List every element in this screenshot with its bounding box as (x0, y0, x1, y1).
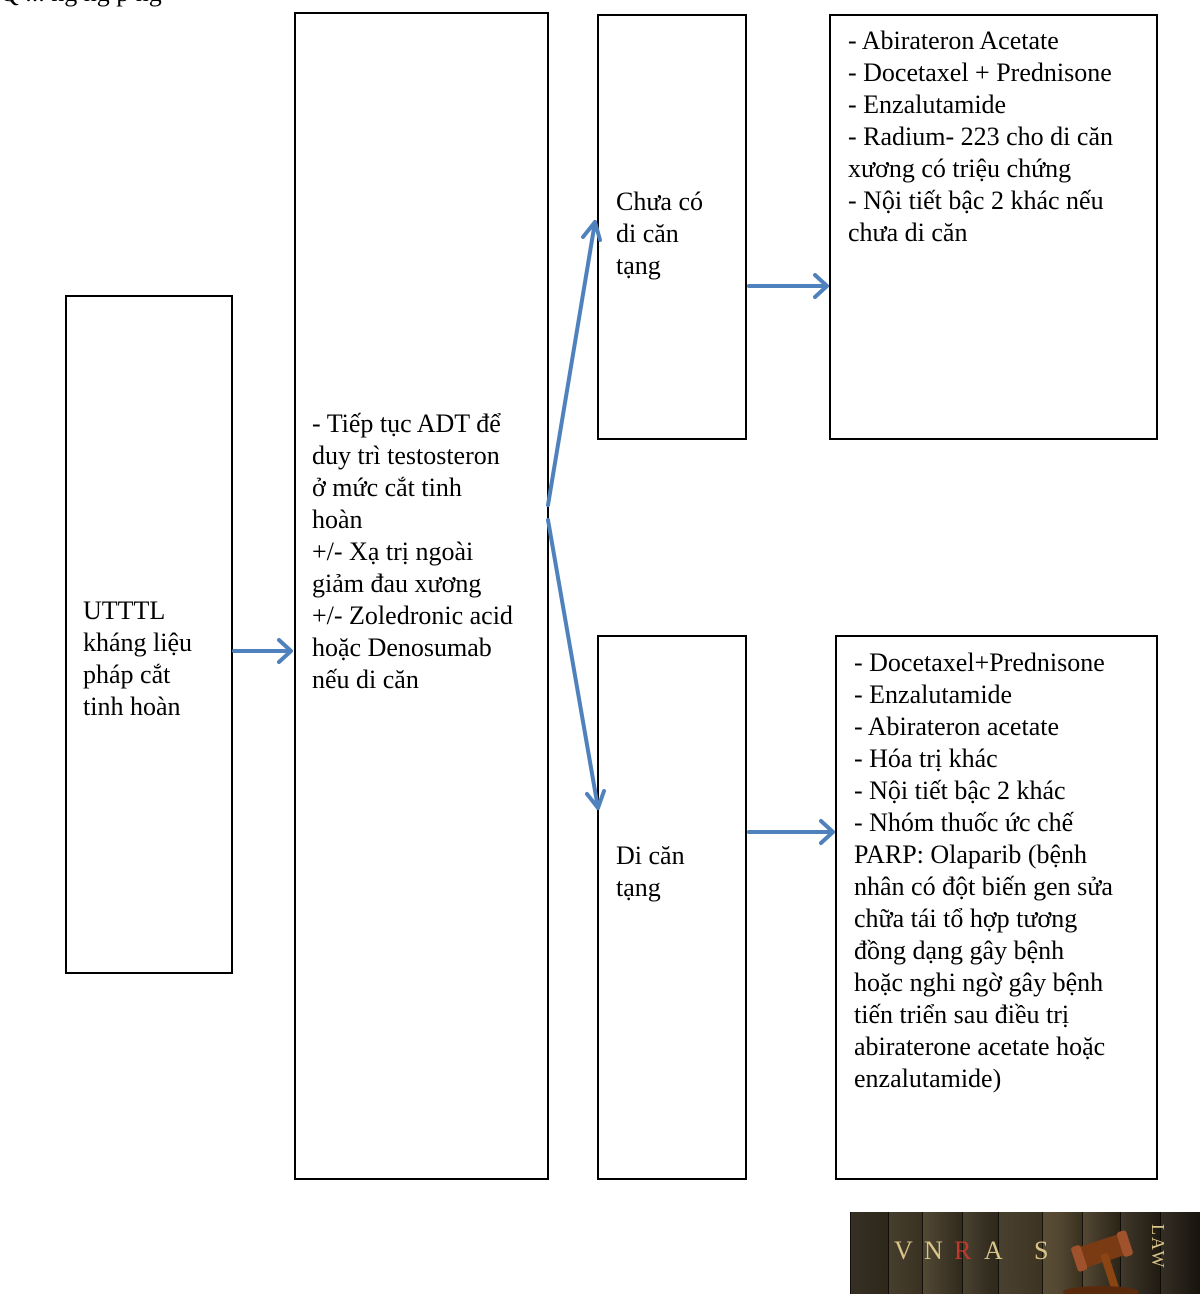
cut-off-header-text: Q ... ng ng p ng (0, 0, 700, 8)
logo-law-text: LAW (1148, 1224, 1168, 1270)
visceral-options-box (835, 635, 1158, 1180)
logo-letter-v: V (894, 1236, 915, 1265)
no-visceral-box-label: Chưa có di căn tạng (616, 187, 704, 280)
visceral-options-label: - Docetaxel+Prednisone - Enzalutamide - … (854, 648, 1113, 1093)
logo-letter-r: R (954, 1236, 974, 1265)
start-box-label: UTTTL kháng liệu pháp cắt tinh hoàn (83, 596, 193, 721)
start-box (65, 295, 233, 974)
arrow-middle-to-visceral (546, 518, 606, 810)
visceral-box-label: Di căn tạng (616, 841, 685, 902)
arrow-start-to-middle (232, 638, 293, 664)
middle-box-label: - Tiếp tục ADT để duy trì testosteron ở … (312, 409, 513, 694)
arrow-no-visceral-to-options (747, 273, 829, 299)
arrow-visceral-to-options (747, 819, 835, 845)
gavel-icon (1063, 1230, 1139, 1294)
middle-box (294, 12, 549, 1180)
logo-letter-a: A (984, 1236, 1005, 1265)
vnras-law-logo: V N R A S LAW (850, 1212, 1200, 1294)
arrow-middle-to-no-visceral (546, 220, 602, 507)
logo-letter-s: S (1034, 1236, 1051, 1265)
visceral-box (597, 635, 747, 1180)
logo-letter-n: N (924, 1236, 945, 1265)
no-visceral-options-box (829, 14, 1158, 440)
no-visceral-options-label: - Abirateron Acetate - Docetaxel + Predn… (848, 26, 1113, 247)
